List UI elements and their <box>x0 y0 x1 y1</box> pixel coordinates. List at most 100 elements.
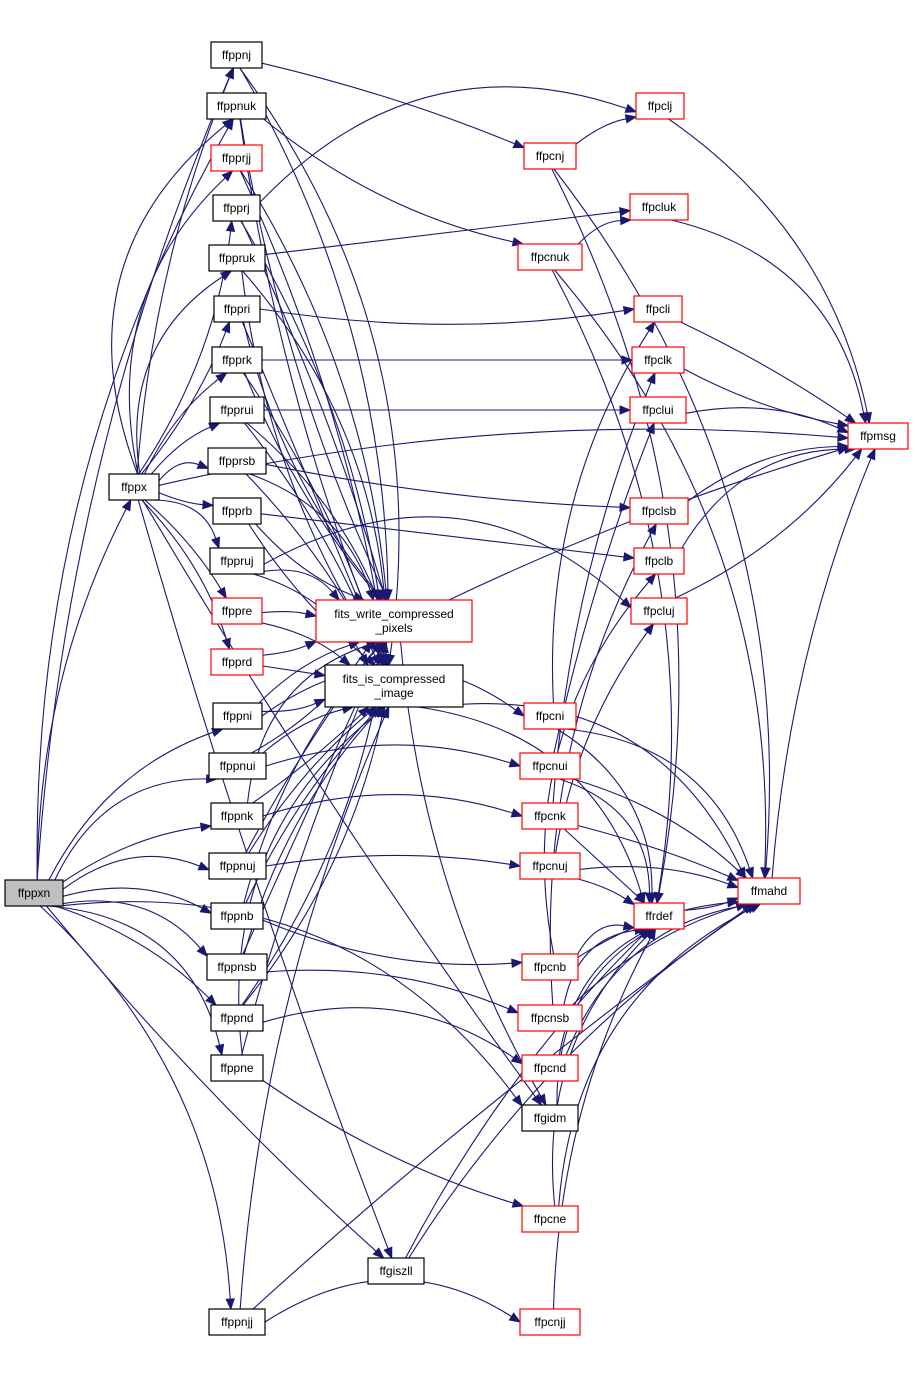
node-ffppnsb[interactable]: ffppnsb <box>206 953 268 981</box>
edge-ffppnjj-to-ffpcnjj <box>264 1279 522 1323</box>
node-ffppnj[interactable]: ffppnj <box>210 41 263 69</box>
node-box <box>629 396 687 424</box>
edge-arrowhead <box>643 622 655 636</box>
node-box <box>635 92 685 120</box>
node-ffppne[interactable]: ffppne <box>210 1054 264 1082</box>
node-label: ffpcnuk <box>531 250 570 264</box>
edge-line <box>265 854 511 867</box>
edge-line <box>577 924 625 955</box>
edge-ffpprui-to-ffpclui <box>264 405 632 415</box>
edge-arrowhead <box>837 441 850 452</box>
node-ffpcluj[interactable]: ffpcluj <box>630 597 688 625</box>
node-box <box>629 193 689 221</box>
node-ffpmsg[interactable]: ffpmsg <box>847 422 909 450</box>
edge-line <box>259 86 627 203</box>
node-ffpcnd[interactable]: ffpcnd <box>521 1054 579 1082</box>
node-ffppnui[interactable]: ffppnui <box>208 752 267 780</box>
node-ffgidm[interactable]: ffgidm <box>521 1104 579 1132</box>
node-ffppnjj[interactable]: ffppnjj <box>208 1308 266 1336</box>
node-ffppnuk[interactable]: ffppnuk <box>206 92 267 120</box>
edge-arrowhead <box>622 305 636 316</box>
node-label: ffgiszll <box>379 1264 412 1278</box>
node-box <box>209 396 265 424</box>
edge-line <box>240 220 387 656</box>
node-label: ffpprui <box>220 403 253 417</box>
edge-arrowhead <box>225 1298 235 1311</box>
node-ffpcnuj[interactable]: ffpcnuj <box>519 852 581 880</box>
node-ffppnuj[interactable]: ffppnuj <box>208 852 267 880</box>
edge-line <box>578 878 627 900</box>
node-ffmahd[interactable]: ffmahd <box>737 877 801 905</box>
edge-arrowhead <box>646 927 657 941</box>
node-ffppx[interactable]: ffppx <box>108 473 160 501</box>
edge-arrowhead <box>858 411 869 425</box>
node-ffpcnk[interactable]: ffpcnk <box>521 802 579 830</box>
node-fits_write[interactable]: fits_write_compressed_pixels <box>315 599 473 643</box>
edge-arrowhead <box>196 945 208 958</box>
node-ffppnb[interactable]: ffppnb <box>210 902 264 930</box>
node-ffpcne[interactable]: ffpcne <box>521 1205 579 1233</box>
edge-line <box>263 118 514 243</box>
node-ffpclui[interactable]: ffpclui <box>629 396 687 424</box>
node-fits_is[interactable]: fits_is_compressed_image <box>324 664 464 708</box>
edge-arrowhead <box>304 640 318 650</box>
node-ffrdef[interactable]: ffrdef <box>633 902 685 930</box>
node-ffpclb[interactable]: ffpclb <box>633 547 685 575</box>
edge-ffppnuk-to-ffpcnuk <box>263 118 525 247</box>
node-ffppri[interactable]: ffppri <box>213 295 261 323</box>
edge-ffppx-to-ffpprb <box>158 492 215 510</box>
node-ffppnk[interactable]: ffppnk <box>210 802 264 830</box>
edge-arrowhead <box>844 413 857 424</box>
edge-ffpprsb-to-fits_write <box>249 473 375 602</box>
edge-arrowhead <box>511 1094 523 1107</box>
node-ffpcluk[interactable]: ffpcluk <box>629 193 689 221</box>
edge-ffpcnk-to-ffpclk <box>552 371 656 804</box>
edge-arrowhead <box>653 891 664 905</box>
node-ffpcnuk[interactable]: ffpcnuk <box>517 243 583 271</box>
node-ffpprk[interactable]: ffpprk <box>211 346 263 374</box>
node-ffpcnb[interactable]: ffpcnb <box>521 953 579 981</box>
edge-arrowhead <box>221 118 235 130</box>
node-box <box>315 599 473 643</box>
node-ffppni[interactable]: ffppni <box>212 702 263 730</box>
node-ffppruj[interactable]: ffppruj <box>209 547 265 575</box>
node-ffpcnsb[interactable]: ffpcnsb <box>517 1004 583 1032</box>
node-layer: ffppxn ffppx ffppnj ffppnuk ffpprjj ffpprj ffp… <box>4 41 909 1336</box>
node-label: ffpclb <box>645 554 674 568</box>
edge-line <box>687 445 839 502</box>
node-ffpprb[interactable]: ffpprb <box>212 497 262 525</box>
node-ffpcli[interactable]: ffpcli <box>633 295 683 323</box>
node-label: ffpprk <box>222 353 253 367</box>
edge-line <box>264 211 621 256</box>
edge-ffppxn-to-ffppne <box>49 905 225 1057</box>
node-box <box>324 664 464 708</box>
node-ffpprd[interactable]: ffpprd <box>210 648 264 676</box>
node-box <box>208 852 267 880</box>
node-ffpcnui[interactable]: ffpcnui <box>519 752 581 780</box>
node-ffpprui[interactable]: ffpprui <box>209 396 265 424</box>
node-box <box>633 902 685 930</box>
node-ffpprjj[interactable]: ffpprjj <box>210 144 263 172</box>
node-ffpclk[interactable]: ffpclk <box>631 346 685 374</box>
edge-line <box>242 270 385 591</box>
edge-arrowhead <box>211 727 224 737</box>
node-ffpclj[interactable]: ffpclj <box>635 92 685 120</box>
node-ffpprj[interactable]: ffpprj <box>212 194 261 222</box>
node-ffppxn[interactable]: ffppxn <box>4 879 64 907</box>
node-ffpcnj[interactable]: ffpcnj <box>523 142 577 170</box>
node-ffppre[interactable]: ffppre <box>211 597 263 625</box>
edge-ffppx-to-ffppruk <box>136 270 233 475</box>
edge-arrowhead <box>646 371 656 385</box>
node-box <box>519 752 581 780</box>
node-ffppruk[interactable]: ffppruk <box>208 244 266 272</box>
node-ffpclsb[interactable]: ffpclsb <box>629 497 689 525</box>
node-ffgiszll[interactable]: ffgiszll <box>367 1257 425 1285</box>
edge-line <box>248 712 369 854</box>
node-ffpprsb[interactable]: ffpprsb <box>207 447 267 475</box>
edge-ffpprj-to-fits_is <box>240 220 391 667</box>
node-ffpcnjj[interactable]: ffpcnjj <box>519 1308 581 1336</box>
edge-line <box>62 826 202 883</box>
edge-line <box>150 426 211 475</box>
node-ffpcni[interactable]: ffpcni <box>523 702 577 730</box>
node-ffppnd[interactable]: ffppnd <box>210 1004 264 1032</box>
